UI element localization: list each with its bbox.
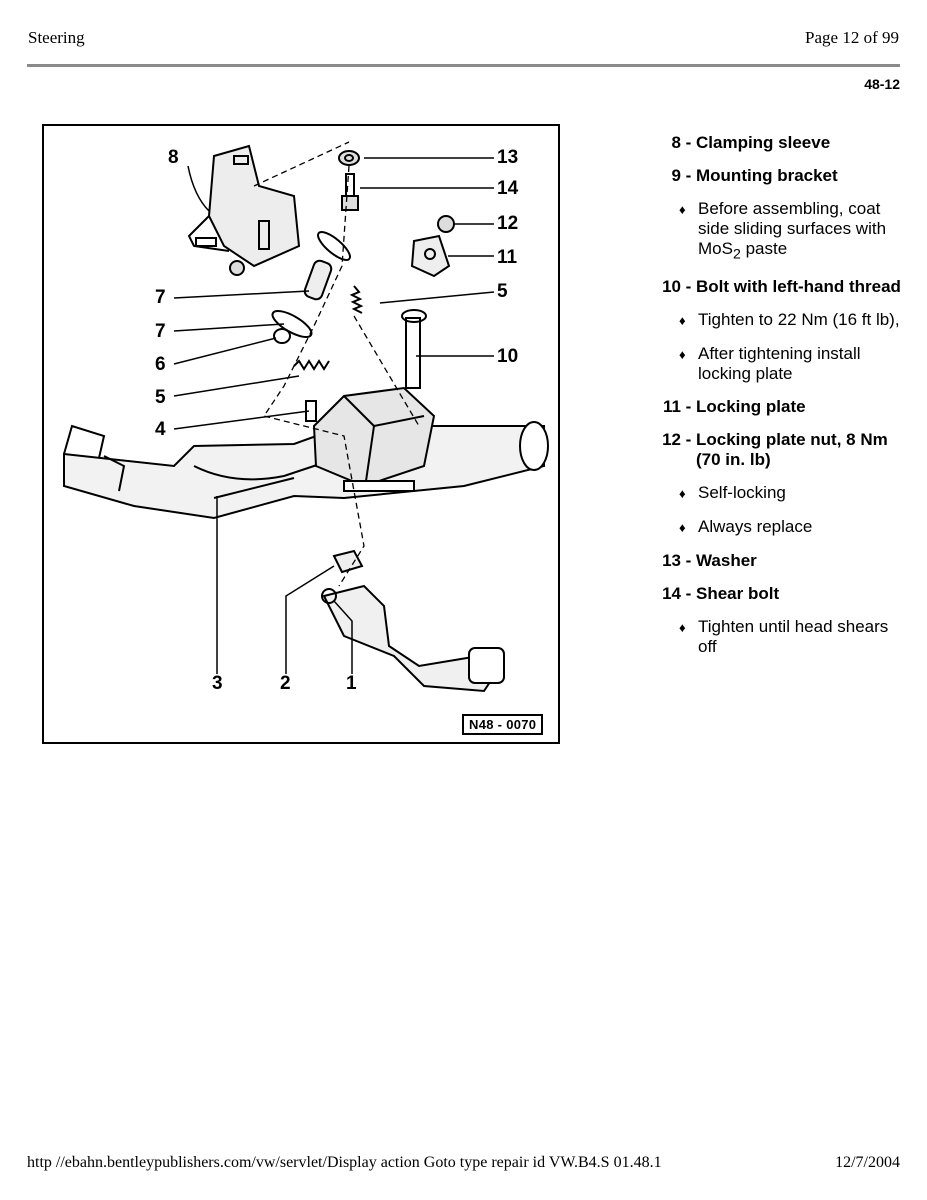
exploded-diagram: 8 13 14 12 11 5 10 7 7 6 5 4 3 2 1 N48 -… xyxy=(42,124,560,744)
legend-item: 8-Clamping sleeve xyxy=(645,133,905,153)
legend-separator: - xyxy=(685,584,692,604)
figure-code: N48 - 0070 xyxy=(462,714,544,735)
legend-item: 13-Washer xyxy=(645,551,905,571)
header-rule xyxy=(27,64,900,67)
legend-separator: - xyxy=(685,551,692,571)
legend-item-number: 13 xyxy=(662,551,681,571)
callout-5-lower: 5 xyxy=(155,387,166,408)
footer-date: 12/7/2004 xyxy=(835,1154,900,1171)
legend-item-number: 12 xyxy=(662,430,681,450)
legend-note: ♦ After tightening install locking plate xyxy=(679,344,905,384)
callout-12: 12 xyxy=(497,213,519,234)
legend-separator: - xyxy=(685,430,692,450)
callout-8: 7 xyxy=(155,287,166,308)
legend-item: 10-Bolt with left-hand thread xyxy=(645,277,905,297)
footer-url: http //ebahn.bentleypublishers.com/vw/se… xyxy=(27,1154,662,1171)
legend-item-label: Locking plate nut, 8 Nm (70 in. lb) xyxy=(696,430,888,470)
diamond-bullet-icon: ♦ xyxy=(679,202,686,217)
page-code: 48-12 xyxy=(864,76,900,92)
legend-item: 14-Shear bolt xyxy=(645,584,905,604)
legend-item-number: 10 xyxy=(662,277,681,297)
legend-item-label: Shear bolt xyxy=(696,584,780,604)
callout-13: 13 xyxy=(497,147,519,168)
legend-note: ♦ Tighten to 22 Nm (16 ft lb), xyxy=(679,310,905,331)
legend-item-label: Locking plate xyxy=(696,397,806,417)
legend-note: ♦ Self-locking xyxy=(679,483,905,504)
callout-2: 2 xyxy=(280,673,291,694)
diamond-bullet-icon: ♦ xyxy=(679,486,686,502)
diamond-bullet-icon: ♦ xyxy=(679,347,686,363)
diamond-bullet-icon: ♦ xyxy=(679,520,686,536)
legend-note-text: Tighten to 22 Nm (16 ft lb), xyxy=(698,310,900,330)
legend-separator: - xyxy=(685,133,692,152)
callout-9: 8 xyxy=(168,147,179,168)
legend-item-label: Clamping sleeve xyxy=(696,133,831,152)
legend-note: ♦ Tighten until head shears off xyxy=(679,617,905,657)
legend-note-text: After tightening install locking plate xyxy=(698,344,861,384)
diagram-drawing xyxy=(63,141,549,693)
legend-note-text: Self-locking xyxy=(698,483,786,503)
callout-3: 3 xyxy=(212,673,223,694)
legend-separator: - xyxy=(685,166,692,185)
callout-5-upper: 5 xyxy=(497,281,508,302)
callout-14: 14 xyxy=(497,178,519,199)
legend-item: 11-Locking plate xyxy=(645,397,905,417)
header-page-number: Page 12 of 99 xyxy=(805,28,899,47)
callout-4: 4 xyxy=(155,419,166,440)
legend-item-number: 9 xyxy=(671,166,681,185)
callout-6: 6 xyxy=(155,354,166,375)
legend-item-number: 14 xyxy=(662,584,681,604)
legend-item-label: Bolt with left-hand thread xyxy=(696,277,901,297)
legend-item-number: 11 xyxy=(663,397,681,417)
legend-note: ♦ Always replace xyxy=(679,517,905,538)
legend-separator: - xyxy=(685,277,692,297)
page-footer: http //ebahn.bentleypublishers.com/vw/se… xyxy=(27,1154,900,1172)
legend-note-text: Before assembling, coat side sliding sur… xyxy=(698,199,887,263)
legend-item-label: Washer xyxy=(696,551,757,571)
legend-separator: - xyxy=(685,397,692,417)
callout-7: 7 xyxy=(155,321,166,342)
header-section-title: Steering xyxy=(28,28,85,47)
legend-item-label: Mounting bracket xyxy=(696,166,838,185)
legend-item: 12-Locking plate nut, 8 Nm (70 in. lb) xyxy=(645,430,905,470)
legend-note: ♦ Before assembling, coat side sliding su… xyxy=(679,199,905,264)
callout-1: 1 xyxy=(346,673,357,694)
legend-note-text: Tighten until head shears off xyxy=(698,617,889,657)
legend-item-number: 8 xyxy=(671,133,681,152)
legend-item: 9-Mounting bracket xyxy=(645,166,905,186)
legend-note-text: Always replace xyxy=(698,517,813,537)
diamond-bullet-icon: ♦ xyxy=(679,313,686,329)
callout-10: 10 xyxy=(497,346,519,367)
diamond-bullet-icon: ♦ xyxy=(679,620,686,636)
callout-11: 11 xyxy=(497,247,518,268)
